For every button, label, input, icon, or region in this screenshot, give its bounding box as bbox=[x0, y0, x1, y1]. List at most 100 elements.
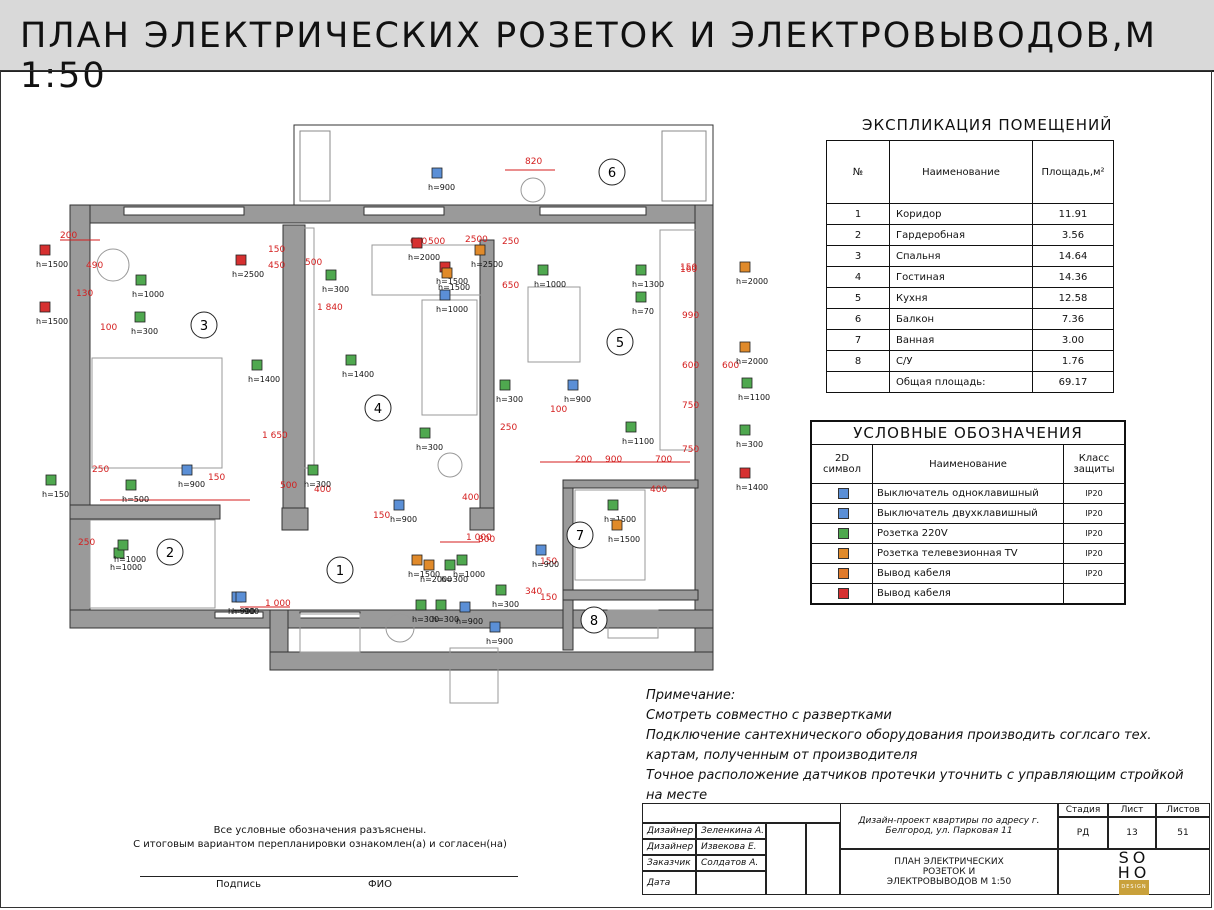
wall-segment bbox=[562, 479, 699, 489]
notes: Примечание: Смотреть совместно с разверт… bbox=[646, 686, 1194, 806]
expl-cell-area: 3.56 bbox=[1032, 224, 1114, 246]
dimension-label: 820 bbox=[525, 157, 542, 167]
expl-cell-name: Ванная bbox=[889, 329, 1033, 351]
legend-symbol-icon bbox=[810, 483, 873, 504]
tv-icon bbox=[739, 261, 751, 273]
socket-icon bbox=[117, 539, 129, 551]
height-label: h=900 bbox=[532, 560, 559, 569]
switch-icon bbox=[567, 379, 579, 391]
stamp-role: Дизайнер bbox=[642, 839, 696, 855]
furniture-item bbox=[297, 227, 315, 469]
height-label: h=1000 bbox=[114, 555, 146, 564]
height-label: h=2000 bbox=[736, 277, 768, 286]
height-label: h=2000 bbox=[420, 575, 452, 584]
socket-icon bbox=[251, 359, 263, 371]
legend-swatch-icon bbox=[837, 507, 849, 519]
height-label: h=1300 bbox=[632, 280, 664, 289]
stamp-role: Заказчик bbox=[642, 855, 696, 871]
dimension-label: 150 bbox=[680, 263, 697, 273]
dimension-label: 100 bbox=[550, 405, 567, 415]
legend-class: IP20 bbox=[1063, 483, 1126, 504]
title-bar: ПЛАН ЭЛЕКТРИЧЕСКИХ РОЗЕТОК И ЭЛЕКТРОВЫВО… bbox=[0, 0, 1214, 96]
dimension-label: 700 bbox=[655, 455, 672, 465]
switch-icon bbox=[459, 601, 471, 613]
furniture-round bbox=[385, 613, 415, 643]
height-label: h=300 bbox=[492, 600, 519, 609]
signoff-text: Все условные обозначения разъяснены. С и… bbox=[120, 824, 520, 852]
height-label: h=1500 bbox=[436, 277, 468, 286]
legend-symbol-icon bbox=[810, 543, 873, 564]
legend-class: IP20 bbox=[1063, 523, 1126, 544]
expl-header-name: Наименование bbox=[889, 140, 1033, 204]
dimension-label: 250 bbox=[78, 538, 95, 548]
furniture-round bbox=[520, 177, 546, 203]
stamp-logo-cell: SO HO DESIGN bbox=[1058, 849, 1210, 895]
expl-cell-n: 7 bbox=[826, 329, 890, 351]
legend-row: Вывод кабеля bbox=[810, 583, 1126, 605]
dimension-label: 250 bbox=[502, 237, 519, 247]
height-label: h=1000 bbox=[110, 563, 142, 572]
signature-line bbox=[140, 876, 518, 877]
expl-total-label: Общая площадь: bbox=[889, 371, 1033, 393]
dimension-label: 990 bbox=[682, 311, 699, 321]
legend-swatch-icon bbox=[837, 547, 849, 559]
legend-class: IP20 bbox=[1063, 503, 1126, 524]
room-number: 1 bbox=[336, 564, 344, 579]
room-number: 6 bbox=[608, 166, 616, 181]
legend-name: Розетка телевезионная TV bbox=[872, 543, 1064, 564]
height-label: h=900 bbox=[456, 617, 483, 626]
logo-bottom: HO bbox=[1117, 862, 1151, 882]
cable-icon bbox=[235, 254, 247, 266]
wall-segment bbox=[281, 507, 309, 531]
furniture-item bbox=[607, 609, 659, 639]
cable-icon bbox=[39, 244, 51, 256]
dimension-label: 150 bbox=[373, 511, 390, 521]
balcony-cabinet-right bbox=[661, 130, 707, 202]
dimension-label: 800 bbox=[478, 535, 495, 545]
furniture-item bbox=[449, 647, 499, 704]
wall-segment bbox=[69, 504, 221, 520]
tv-icon bbox=[441, 267, 453, 279]
expl-total-empty bbox=[826, 371, 890, 393]
dimension-label: 500 bbox=[280, 481, 297, 491]
room-number: 4 bbox=[374, 402, 382, 417]
expl-cell-area: 14.64 bbox=[1032, 245, 1114, 267]
furniture-item bbox=[421, 299, 478, 416]
expl-cell-name: Спальня bbox=[889, 245, 1033, 267]
height-label: h=300 bbox=[412, 615, 439, 624]
dimension-label: 130 bbox=[76, 289, 93, 299]
dimension-label: 200 bbox=[575, 455, 592, 465]
height-label: h=1000 bbox=[132, 290, 164, 299]
dimension-label: 150 bbox=[208, 473, 225, 483]
note-line: Смотреть совместно с развертками bbox=[646, 708, 892, 723]
height-label: h=1500 bbox=[408, 570, 440, 579]
furniture-round bbox=[96, 248, 130, 282]
expl-cell-n: 1 bbox=[826, 203, 890, 225]
height-label: h=1000 bbox=[453, 570, 485, 579]
stamp-person bbox=[696, 871, 766, 895]
tv-icon bbox=[611, 519, 623, 531]
cable-icon bbox=[39, 301, 51, 313]
switch-icon bbox=[489, 621, 501, 633]
furniture-item bbox=[659, 229, 697, 451]
stamp-project: Дизайн-проект квартиры по адресу г. Белг… bbox=[840, 803, 1058, 849]
legend-name: Выключатель двухклавишный bbox=[872, 503, 1064, 524]
legend-swatch-icon bbox=[837, 527, 849, 539]
expl-cell-name: Коридор bbox=[889, 203, 1033, 225]
stamp-stage-label: Стадия bbox=[1058, 803, 1108, 817]
socket-icon bbox=[456, 554, 468, 566]
window-opening bbox=[299, 611, 361, 619]
legend-header-symbol: 2D символ bbox=[810, 444, 873, 484]
dimension-label: 400 bbox=[462, 493, 479, 503]
room-number: 3 bbox=[200, 319, 208, 334]
height-label: h=1100 bbox=[622, 437, 654, 446]
wall-segment bbox=[562, 479, 574, 651]
legend-swatch-icon bbox=[837, 587, 849, 599]
dimension-label: 250 bbox=[92, 465, 109, 475]
window-opening bbox=[363, 206, 445, 216]
dimension-label: 1 650 bbox=[262, 431, 288, 441]
socket-icon bbox=[135, 274, 147, 286]
signoff-line1: Все условные обозначения разъяснены. bbox=[213, 825, 427, 836]
